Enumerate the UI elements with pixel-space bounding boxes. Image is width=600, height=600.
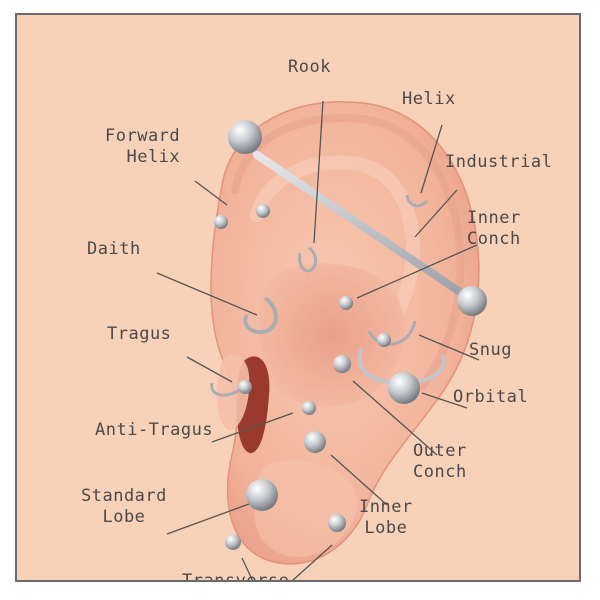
- label-anti-tragus-text: Anti-Tragus: [95, 420, 213, 441]
- label-inner-lobe-line1: Inner: [359, 497, 413, 518]
- inner-conch-ball: [339, 296, 353, 310]
- label-forward-helix-line1: Forward: [105, 126, 180, 147]
- snug-ball: [377, 333, 391, 347]
- inner-lobe-upper-ball: [304, 431, 326, 453]
- label-snug: Snug: [469, 340, 512, 361]
- label-standard-lobe-line2: Lobe: [81, 507, 167, 528]
- label-rook-text: Rook: [288, 57, 331, 78]
- label-forward-helix-line2: Helix: [105, 147, 180, 168]
- label-industrial: Industrial: [445, 152, 552, 173]
- label-transverse-text: Transverse: [182, 571, 289, 582]
- label-orbital: Orbital: [453, 387, 528, 408]
- orbital-ball: [388, 372, 420, 404]
- label-inner-conch-line2: Conch: [467, 229, 521, 250]
- label-inner-lobe: Inner Lobe: [359, 497, 413, 539]
- label-inner-lobe-line2: Lobe: [359, 518, 413, 539]
- label-rook: Rook: [288, 57, 331, 78]
- standard-lobe-ball: [246, 479, 278, 511]
- forward-helix-ball-2: [256, 204, 270, 218]
- outer-conch-ball: [333, 355, 351, 373]
- label-helix-text: Helix: [402, 89, 456, 110]
- label-standard-lobe: Standard Lobe: [81, 486, 167, 528]
- inner-lobe-ball: [328, 514, 346, 532]
- label-daith-text: Daith: [87, 239, 141, 260]
- label-outer-conch-line2: Conch: [413, 462, 467, 483]
- label-outer-conch: Outer Conch: [413, 441, 467, 483]
- label-tragus-text: Tragus: [107, 324, 171, 345]
- label-anti-tragus: Anti-Tragus: [95, 420, 213, 441]
- label-tragus: Tragus: [107, 324, 171, 345]
- label-daith: Daith: [87, 239, 141, 260]
- label-transverse: Transverse: [182, 571, 289, 582]
- label-inner-conch-line1: Inner: [467, 208, 521, 229]
- diagram-frame: Rook Helix Forward Helix Industrial Inne…: [15, 13, 581, 582]
- anti-tragus-ball: [302, 401, 316, 415]
- transverse-ball: [225, 534, 241, 550]
- label-helix: Helix: [402, 89, 456, 110]
- label-forward-helix: Forward Helix: [105, 126, 180, 168]
- forward-helix-top-ball: [228, 120, 262, 154]
- label-inner-conch: Inner Conch: [467, 208, 521, 250]
- label-orbital-text: Orbital: [453, 387, 528, 408]
- label-standard-lobe-line1: Standard: [81, 486, 167, 507]
- tragus-ball: [238, 380, 252, 394]
- industrial-end-ball: [457, 286, 487, 316]
- label-industrial-text: Industrial: [445, 152, 552, 173]
- forward-helix-ball-1: [214, 215, 228, 229]
- label-outer-conch-line1: Outer: [413, 441, 467, 462]
- label-snug-text: Snug: [469, 340, 512, 361]
